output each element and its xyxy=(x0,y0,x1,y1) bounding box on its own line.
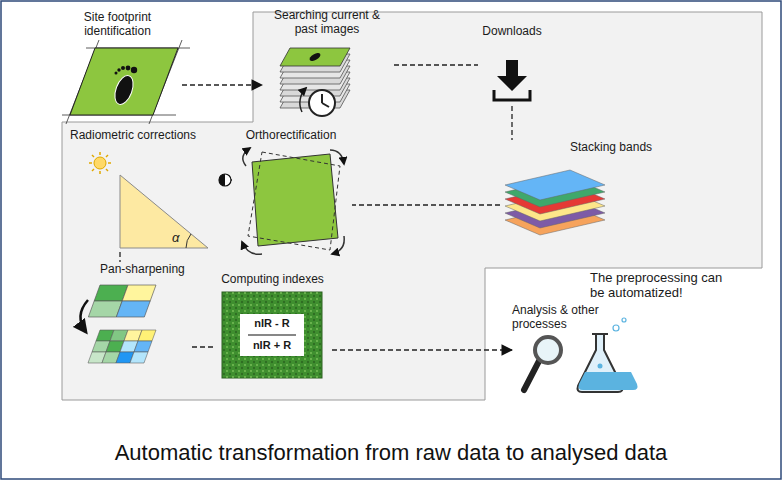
contrast-symbol xyxy=(219,174,231,186)
formula-denominator: nIR + R xyxy=(240,338,304,352)
angle-symbol: α xyxy=(172,230,184,245)
step-heading: Radiometric corrections xyxy=(70,128,216,142)
process-step: Searching current & past images xyxy=(262,8,394,128)
step-heading: Stacking bands xyxy=(570,140,660,154)
step-heading: Computing indexes xyxy=(215,272,330,286)
process-step: Pan-sharpening xyxy=(78,262,192,372)
process-step: Radiometric corrections α xyxy=(70,128,218,252)
flow-connector xyxy=(511,106,512,140)
preprocessing-panel xyxy=(62,12,762,400)
note-text: The preprocessing can be automatized! xyxy=(590,270,740,300)
process-step: Site footprint identification xyxy=(55,10,182,118)
process-step: Computing indexes nIR - R nIR + R xyxy=(215,272,332,384)
band-stack-icon xyxy=(505,170,605,235)
radiometric-icon xyxy=(89,152,208,248)
step-heading: Site footprint identification xyxy=(55,10,180,38)
step-heading: Analysis & other processes xyxy=(512,303,617,331)
step-heading: Downloads xyxy=(478,24,546,38)
flow-connector xyxy=(182,84,262,85)
step-heading: Orthorectification xyxy=(232,128,350,142)
caption: Automatic transformation from raw data t… xyxy=(0,440,782,466)
pan-sharpening-icon xyxy=(80,285,156,363)
flow-connector xyxy=(119,252,120,262)
step-heading: Pan-sharpening xyxy=(100,262,190,276)
flow-connector xyxy=(192,346,215,347)
flow-connector xyxy=(332,349,512,350)
step-heading: Searching current & past images xyxy=(262,8,392,36)
orthorectification-icon xyxy=(242,148,344,254)
process-step: Downloads xyxy=(478,24,548,106)
process-step: Analysis & other processes xyxy=(512,303,640,403)
process-step: Orthorectification xyxy=(232,128,352,262)
image-stack-icon xyxy=(280,48,350,116)
footprint-icon xyxy=(62,40,190,124)
index-icon xyxy=(222,292,322,378)
download-icon xyxy=(494,60,530,100)
process-step: Stacking bands xyxy=(500,140,662,240)
flow-connector xyxy=(394,64,478,65)
formula-numerator: nIR - R xyxy=(240,316,304,330)
flow-connector xyxy=(352,204,500,205)
